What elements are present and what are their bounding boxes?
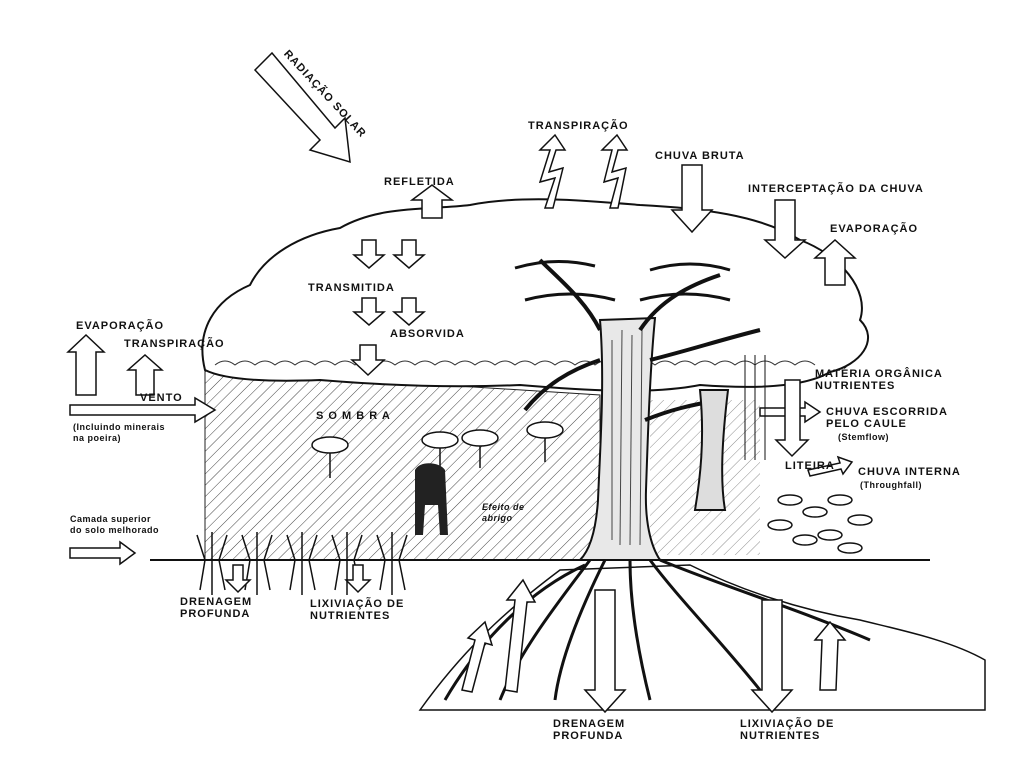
shade-label: S O M B R A <box>316 410 391 422</box>
transpiration-top-label: TRANSPIRAÇÃO <box>528 120 629 132</box>
transpiration-left-arrow <box>128 355 162 395</box>
throughfall-note-label: (Throughfall) <box>860 480 922 491</box>
evaporation-left-label: EVAPORAÇÃO <box>76 320 164 332</box>
topsoil-arrow <box>70 542 135 564</box>
shelter-effect-label: Efeito de abrigo <box>482 502 525 524</box>
transpiration-left-label: TRANSPIRAÇÃO <box>124 338 225 350</box>
litter-label: LITEIRA <box>785 460 835 472</box>
shade-zone <box>205 370 600 560</box>
transpiration-arrow-2 <box>602 135 627 208</box>
stemflow-note-label: (Stemflow) <box>838 432 889 443</box>
nutrient-leaching-bottom-label: LIXIVIAÇÃO DE NUTRIENTES <box>740 718 834 742</box>
gross-rain-label: CHUVA BRUTA <box>655 150 745 162</box>
tree-canopy <box>202 199 868 391</box>
leaching-small-arrow <box>346 565 370 592</box>
interception-label: INTERCEPTAÇÃO DA CHUVA <box>748 183 924 195</box>
evaporation-left-arrow <box>68 335 104 395</box>
organic-matter-arrow <box>776 380 808 456</box>
transpiration-arrow-1 <box>540 135 565 208</box>
wind-note-label: (Incluindo minerais na poeira) <box>73 422 165 444</box>
evaporation-right-label: EVAPORAÇÃO <box>830 223 918 235</box>
stemflow-label: CHUVA ESCORRIDA PELO CAULE <box>826 406 948 430</box>
transmitted-label: TRANSMITIDA <box>308 282 395 294</box>
reflected-label: REFLETIDA <box>384 176 455 188</box>
litter-leaves <box>768 495 872 553</box>
absorbed-label: ABSORVIDA <box>390 328 465 340</box>
wind-label: VENTO <box>140 392 183 404</box>
throughfall-label: CHUVA INTERNA <box>858 466 961 478</box>
organic-matter-label: MATÉRIA ORGÂNICA NUTRIENTES <box>815 368 943 392</box>
nutrient-leaching-left-label: LIXIVIAÇÃO DE NUTRIENTES <box>310 598 404 622</box>
topsoil-label: Camada superior do solo melhorado <box>70 514 159 536</box>
deep-drainage-left-label: DRENAGEM PROFUNDA <box>180 596 252 620</box>
deep-drainage-bottom-label: DRENAGEM PROFUNDA <box>553 718 625 742</box>
